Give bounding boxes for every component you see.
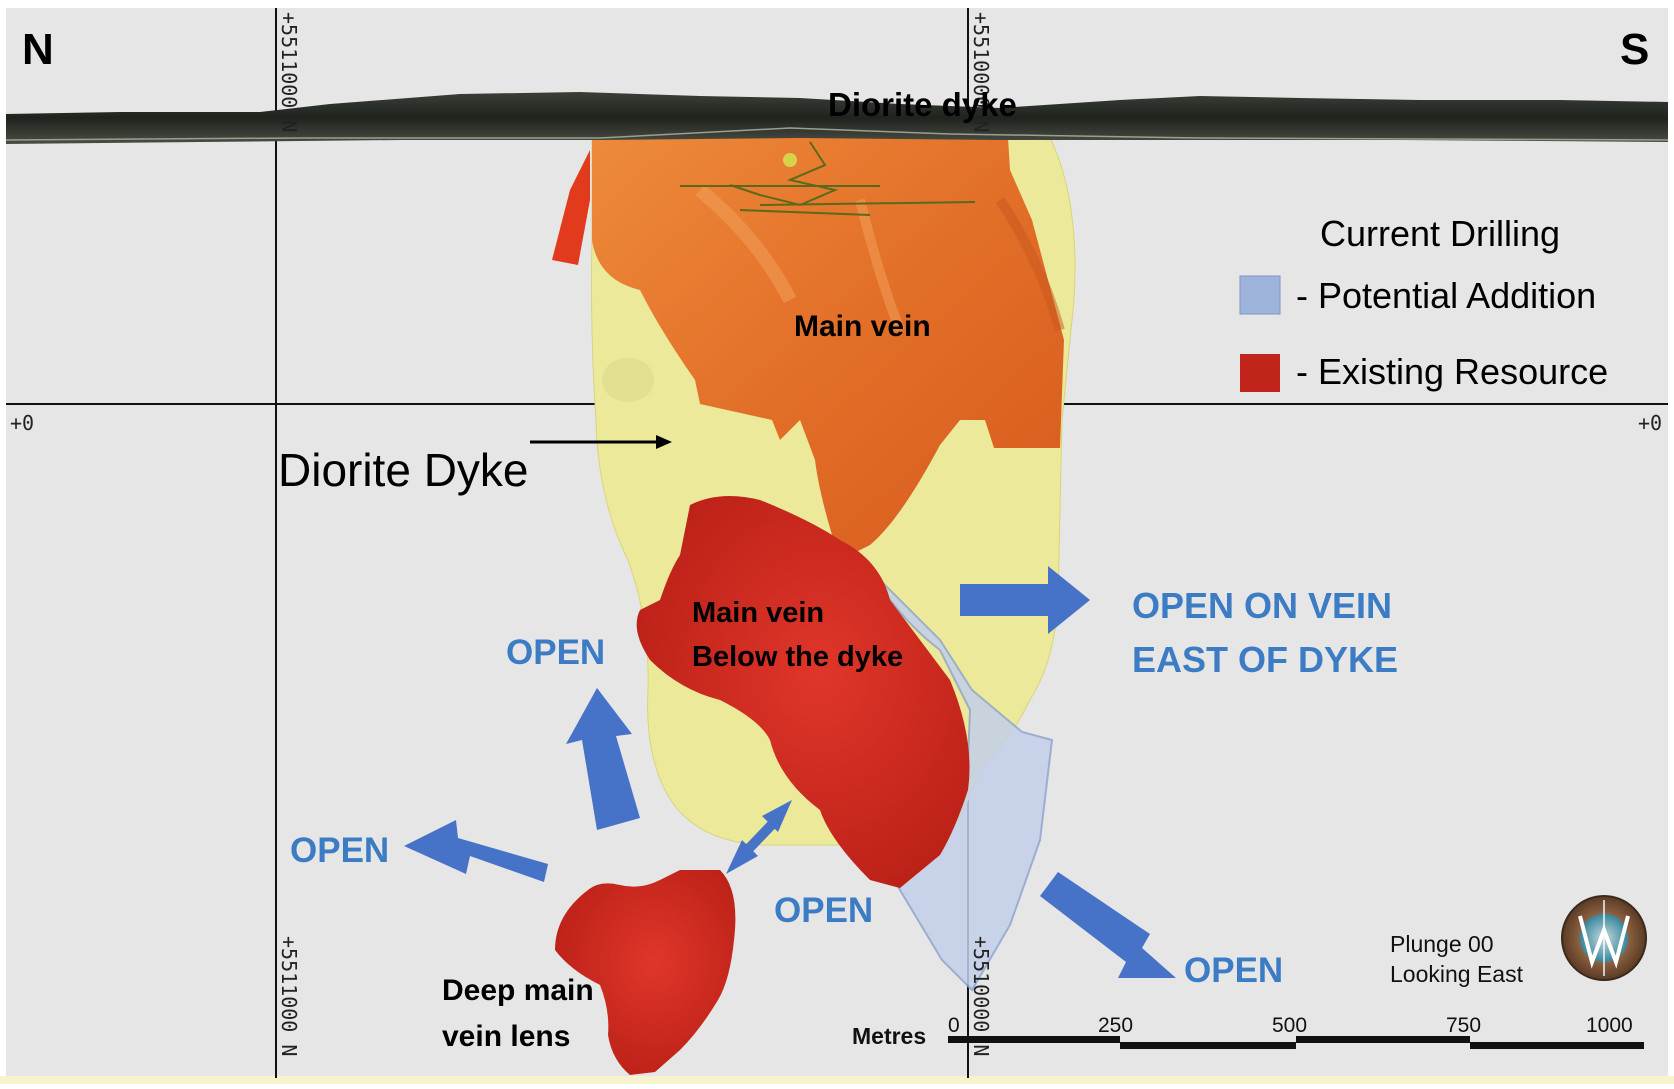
dyke-shading xyxy=(602,358,654,402)
scale-tick-1000: 1000 xyxy=(1586,1014,1633,1037)
view-plunge: Plunge 00 xyxy=(1390,931,1494,957)
vein-highlight-2 xyxy=(855,198,905,332)
label-open-left: OPEN xyxy=(290,831,389,870)
legend-swatch-potential xyxy=(1239,275,1281,315)
scale-tick-500: 500 xyxy=(1272,1014,1307,1037)
legend-swatch-resource xyxy=(1240,354,1280,392)
scale-tick-0: 0 xyxy=(948,1014,960,1037)
grid-label-bottom-1: +5511000 N xyxy=(277,936,301,1056)
view-looking: Looking East xyxy=(1390,961,1524,987)
scale-unit: Metres xyxy=(852,1023,926,1049)
label-main-vein-below-1: Main vein xyxy=(692,597,824,629)
bottom-strip xyxy=(0,1076,1674,1084)
grid-label-top-1: +5511000 N xyxy=(277,12,301,132)
scale-segment-2 xyxy=(1120,1042,1296,1049)
legend-label-potential: - Potential Addition xyxy=(1296,275,1596,316)
dyke-pointer-head xyxy=(656,435,672,449)
label-open-bottom-right: OPEN xyxy=(1184,951,1283,990)
main-vein-body xyxy=(592,138,1064,560)
scale-segment-3 xyxy=(1296,1036,1470,1043)
label-diorite-dyke: Diorite Dyke xyxy=(278,444,529,496)
grid-label-top-2: +5510000 N xyxy=(969,12,993,132)
compass-south: S xyxy=(1620,25,1649,74)
arrow-up-left xyxy=(566,688,640,830)
drill-traces xyxy=(680,141,976,216)
arrow-down-right xyxy=(1040,872,1176,978)
vein-highlight-1 xyxy=(695,184,797,304)
label-deep-lens-1: Deep main xyxy=(442,974,594,1007)
compass-north: N xyxy=(22,25,54,74)
label-open-bottom: OPEN xyxy=(774,891,873,930)
surface-line xyxy=(5,127,1669,141)
scale-tick-250: 250 xyxy=(1098,1014,1133,1037)
label-open-east-1: OPEN ON VEIN xyxy=(1132,585,1392,626)
orientation-compass-icon xyxy=(1561,895,1647,981)
label-open-east-2: EAST OF DYKE xyxy=(1132,639,1398,680)
scale-tick-750: 750 xyxy=(1446,1014,1481,1037)
scale-segment-1 xyxy=(948,1036,1120,1043)
scale-segment-4 xyxy=(1470,1042,1644,1049)
depth-label-left: +0 xyxy=(10,411,34,435)
depth-label-right: +0 xyxy=(1638,411,1662,435)
main-vein-edge xyxy=(552,150,590,265)
legend: Current Drilling - Potential Addition - … xyxy=(1239,213,1608,392)
scale-bar: Metres 0 250 500 750 1000 xyxy=(852,1014,1644,1049)
vein-shadow xyxy=(995,197,1065,332)
label-diorite-dyke-top: Diorite dyke xyxy=(828,86,1017,123)
label-open-upper-left: OPEN xyxy=(506,633,605,672)
label-main-vein-below-2: Below the dyke xyxy=(692,641,903,673)
label-deep-lens-2: vein lens xyxy=(442,1020,570,1053)
legend-label-resource: - Existing Resource xyxy=(1296,351,1608,392)
surface-topography xyxy=(6,92,1668,144)
label-main-vein: Main vein xyxy=(794,310,931,343)
arrow-left xyxy=(404,820,548,882)
drill-collar xyxy=(783,153,797,167)
existing-resource-deep-lens xyxy=(555,870,736,1075)
legend-title: Current Drilling xyxy=(1320,213,1560,254)
arrow-east xyxy=(960,566,1090,634)
existing-resource-main xyxy=(636,496,970,888)
arrow-double xyxy=(726,800,792,874)
